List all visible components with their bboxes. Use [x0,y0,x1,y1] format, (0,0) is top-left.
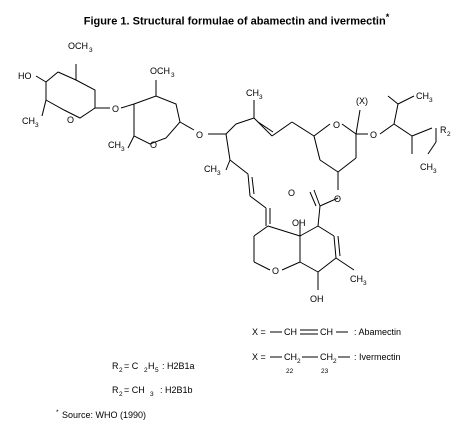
r2-a-prefix: R [112,361,119,371]
lactone-carbonyl-oxygen: O [288,188,295,198]
ch3-top-label: CH [246,88,259,98]
sugar1-ring-oxygen: O [67,115,74,125]
spiroketal-ring [313,95,437,190]
ch3-sugar1-label: CH [22,116,35,126]
r2-a-sub: 2 [119,367,123,374]
r2-a-formula-sub1: 2 [144,367,148,374]
figure-title-marker: * [385,12,390,22]
ivermectin-pos-a: 22 [286,368,294,375]
och3-mid-label: OCH [150,66,170,76]
r2-a-formula: = C [124,361,139,371]
sugar1-link-oxygen: O [112,104,119,114]
figure-title-text: Figure 1. Structural formulae of abamect… [83,15,386,28]
sugar-ring-middle [120,80,195,149]
oh-top-label: OH [292,218,306,228]
legend-abamectin: X = CH CH : Abamectin [252,327,401,337]
ch3-sugar1-sub: 3 [35,122,39,129]
legend-r2-b: R 2 = CH 3 : H2B1b [112,385,193,398]
x-label: (X) [356,96,368,106]
abamectin-name: : Abamectin [354,327,401,337]
lactone-ring-oxygen: O [334,194,341,204]
source-footnote: * Source: WHO (1990) [56,409,146,420]
sugar-ring-left [35,64,110,119]
benzofuran-ring [253,189,355,290]
r2-b-code: : H2B1b [160,385,193,395]
r2-b-sub: 2 [119,391,123,398]
r2-b-formula: = CH [124,385,145,395]
ch3-ring-label: CH [350,274,363,284]
ivermectin-sub-a: 2 [297,358,301,365]
r2-a-formula-sub2: 5 [155,367,159,374]
sugar2-link-oxygen: O [196,130,203,140]
ch3-right-top-label: CH [416,91,429,101]
r2-sub: 2 [447,131,451,138]
oh-bottom-label: OH [310,294,324,304]
ivermectin-pos-b: 23 [321,368,329,375]
r2-b-formula-sub: 3 [150,391,154,398]
ch3-sugar2-sub: 3 [121,146,125,153]
r2-b-prefix: R [112,385,119,395]
legend-r2-a: R 2 = C 2 H 5 : H2B1a [112,361,195,374]
ivermectin-formula-a: CH [284,352,297,362]
legend-ivermectin: X = CH 2 CH 2 : Ivermectin 22 23 [252,352,401,375]
och3-left-label: OCH [68,41,88,51]
ivermectin-formula-b: CH [320,352,333,362]
r2-a-code: : H2B1a [162,361,195,371]
spiro-link-oxygen: O [370,130,377,140]
abamectin-x-prefix: X = [252,327,266,337]
ho-label: HO [18,71,32,81]
sugar2-ring-oxygen: O [150,140,157,150]
r2-a-formula-mid: H [148,361,155,371]
abamectin-formula-a: CH [284,327,297,337]
source-marker: * [56,409,59,416]
ivermectin-sub-b: 2 [333,358,337,365]
ch3-right-top-sub: 3 [429,97,433,104]
ch3-sugar2-label: CH [108,140,121,150]
ch3-ring-sub: 3 [363,280,367,287]
och3-mid-sub: 3 [171,72,175,79]
och3-left-sub: 3 [89,47,93,54]
abamectin-formula-b: CH [320,327,333,337]
figure-title: Figure 1. Structural formulae of abamect… [0,12,473,28]
ch3-top-sub: 3 [259,94,263,101]
ch3-c12-sub: 3 [217,170,221,177]
r2-label: R [440,125,447,135]
ivermectin-name: : Ivermectin [354,352,401,362]
ivermectin-x-prefix: X = [252,352,266,362]
spiro-ring-oxygen: O [333,120,340,130]
furan-ring-oxygen: O [272,266,279,276]
source-text: Source: WHO (1990) [62,410,146,420]
macrocycle-ring [208,100,315,226]
ch3-right-bottom-sub: 3 [433,168,437,175]
ch3-c12-label: CH [204,164,217,174]
ch3-right-bottom-label: CH [420,162,433,172]
